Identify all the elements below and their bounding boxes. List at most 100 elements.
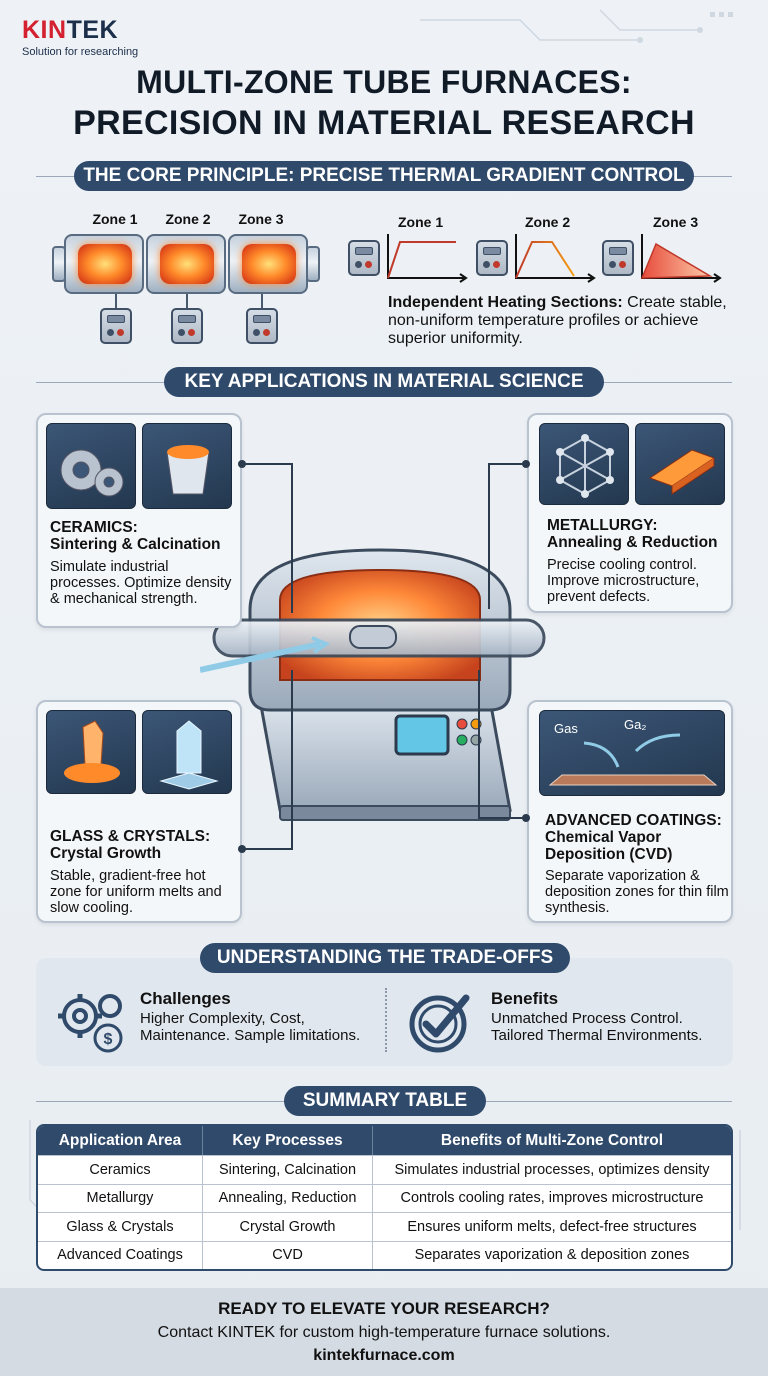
footer-banner <box>0 1288 768 1376</box>
gas2-label: Ga₂ <box>624 717 647 732</box>
connector-line <box>242 848 292 850</box>
crystal-lattice-icon <box>539 423 629 505</box>
zone-1-wire <box>115 294 117 308</box>
controller-icon <box>171 308 203 344</box>
controller-icon <box>602 240 634 276</box>
cvd-process-icon: Gas Ga₂ <box>539 710 725 796</box>
ceramics-text: Simulate industrial processes. Optimize … <box>50 559 232 607</box>
gears-icon <box>46 423 136 509</box>
graph-label-zone-3: Zone 3 <box>653 214 699 230</box>
connector-line <box>478 817 524 819</box>
tradeoffs-divider <box>385 988 387 1052</box>
table-cell: Ceramics <box>38 1155 203 1184</box>
tradeoffs-panel <box>36 958 733 1066</box>
table-row: Ceramics Sintering, Calcination Simulate… <box>38 1155 731 1184</box>
glass-title: GLASS & CRYSTALS: <box>50 828 211 845</box>
table-header: Benefits of Multi-Zone Control <box>373 1126 731 1155</box>
table-header: Application Area <box>38 1126 203 1155</box>
benefits-text: Unmatched Process Control. Tailored Ther… <box>491 1010 703 1044</box>
coatings-text: Separate vaporization & deposition zones… <box>545 868 729 916</box>
controller-icon <box>476 240 508 276</box>
tradeoffs-heading: UNDERSTANDING THE TRADE-OFFS <box>200 943 570 973</box>
table-cell: Crystal Growth <box>203 1212 373 1241</box>
challenges-title: Challenges <box>140 989 231 1008</box>
graph-label-zone-1: Zone 1 <box>398 214 444 230</box>
connector-dot <box>522 460 530 468</box>
connector-line <box>478 670 480 818</box>
metallurgy-subtitle: Annealing & Reduction <box>547 534 718 551</box>
page-title-line1: MULTI-ZONE TUBE FURNACES: <box>136 64 632 100</box>
temperature-profile-zone-1 <box>387 234 468 283</box>
hot-ingot-icon <box>635 423 725 505</box>
connector-line <box>242 463 292 465</box>
table-cell: CVD <box>203 1240 373 1269</box>
summary-table: Application Area Key Processes Benefits … <box>36 1124 733 1271</box>
table-cell: Sintering, Calcination <box>203 1155 373 1184</box>
zone-label-1: Zone 1 <box>92 211 138 227</box>
table-cell: Metallurgy <box>38 1183 203 1212</box>
summary-heading: SUMMARY TABLE <box>284 1086 486 1116</box>
glass-text: Stable, gradient-free hot zone for unifo… <box>50 868 222 916</box>
table-cell: Controls cooling rates, improves microst… <box>373 1183 731 1213</box>
graph-label-zone-2: Zone 2 <box>525 214 571 230</box>
table-header-row: Application Area Key Processes Benefits … <box>38 1126 731 1155</box>
connector-dot <box>522 814 530 822</box>
core-principle-heading: THE CORE PRINCIPLE: PRECISE THERMAL GRAD… <box>74 161 694 191</box>
zone-2-wire <box>186 294 188 308</box>
connector-line <box>291 670 293 850</box>
metallurgy-card: METALLURGY: Annealing & Reduction Precis… <box>527 413 733 613</box>
glass-subtitle: Crystal Growth <box>50 845 162 862</box>
tube-furnace-illustration <box>200 548 546 821</box>
svg-text:$: $ <box>104 1031 113 1048</box>
table-row: Glass & Crystals Crystal Growth Ensures … <box>38 1212 731 1241</box>
zone-3-wire <box>261 294 263 308</box>
table-cell: Simulates industrial processes, optimize… <box>373 1155 731 1184</box>
footer-website-link[interactable]: kintekfurnace.com <box>313 1347 455 1364</box>
metallurgy-title: METALLURGY: <box>547 517 658 534</box>
brand-tagline: Solution for researching <box>22 46 139 58</box>
glass-crystals-card: GLASS & CRYSTALS: Crystal Growth Stable,… <box>36 700 242 923</box>
clear-crystal-icon <box>142 710 232 794</box>
controller-icon <box>246 308 278 344</box>
challenges-text: Higher Complexity, Cost, Maintenance. Sa… <box>140 1010 361 1044</box>
zone-label-3: Zone 3 <box>238 211 284 227</box>
gas-label: Gas <box>554 721 578 736</box>
checkmark-badge-icon <box>409 994 470 1053</box>
temperature-profile-zone-2 <box>515 234 596 283</box>
ceramics-title: CERAMICS: <box>50 519 138 536</box>
ceramics-card: CERAMICS: Sintering & Calcination Simula… <box>36 413 242 628</box>
coatings-card: Gas Ga₂ ADVANCED COATINGS: Chemical Vapo… <box>527 700 733 923</box>
metallurgy-text: Precise cooling control. Improve microst… <box>547 557 700 605</box>
ceramics-subtitle: Sintering & Calcination <box>50 536 221 553</box>
table-cell: Glass & Crystals <box>38 1212 203 1241</box>
table-cell: Separates vaporization & deposition zone… <box>373 1240 731 1270</box>
tube-endcap-right <box>306 246 320 282</box>
controller-icon <box>100 308 132 344</box>
connector-line <box>291 463 293 613</box>
controller-icon <box>348 240 380 276</box>
table-header: Key Processes <box>203 1126 373 1155</box>
table-row: Metallurgy Annealing, Reduction Controls… <box>38 1183 731 1213</box>
page-title-line2: PRECISION IN MATERIAL RESEARCH <box>73 104 695 142</box>
heater-zone-3 <box>228 234 308 294</box>
temperature-profile-zone-3 <box>640 234 722 283</box>
table-row: Advanced Coatings CVD Separates vaporiza… <box>38 1240 731 1270</box>
applications-heading: KEY APPLICATIONS IN MATERIAL SCIENCE <box>164 367 604 397</box>
heater-zone-2 <box>146 234 226 294</box>
independent-heating-text: Independent Heating Sections: Create sta… <box>388 294 727 347</box>
coatings-title: ADVANCED COATINGS: <box>545 812 722 829</box>
table-cell: Annealing, Reduction <box>203 1183 373 1212</box>
brand-logo: KINTEK <box>22 16 119 44</box>
coatings-subtitle: Chemical Vapor Deposition (CVD) <box>545 829 673 863</box>
zone-label-2: Zone 2 <box>165 211 211 227</box>
heater-zone-1 <box>64 234 144 294</box>
gears-dollar-icon: $ <box>58 994 123 1053</box>
crucible-icon <box>142 423 232 509</box>
footer-text: Contact KINTEK for custom high-temperatu… <box>157 1324 611 1341</box>
melting-crystal-icon <box>46 710 136 794</box>
table-cell: Ensures uniform melts, defect-free struc… <box>373 1212 731 1241</box>
footer-headline: READY TO ELEVATE YOUR RESEARCH? <box>218 1299 550 1318</box>
connector-line <box>488 463 490 609</box>
benefits-title: Benefits <box>491 989 559 1008</box>
